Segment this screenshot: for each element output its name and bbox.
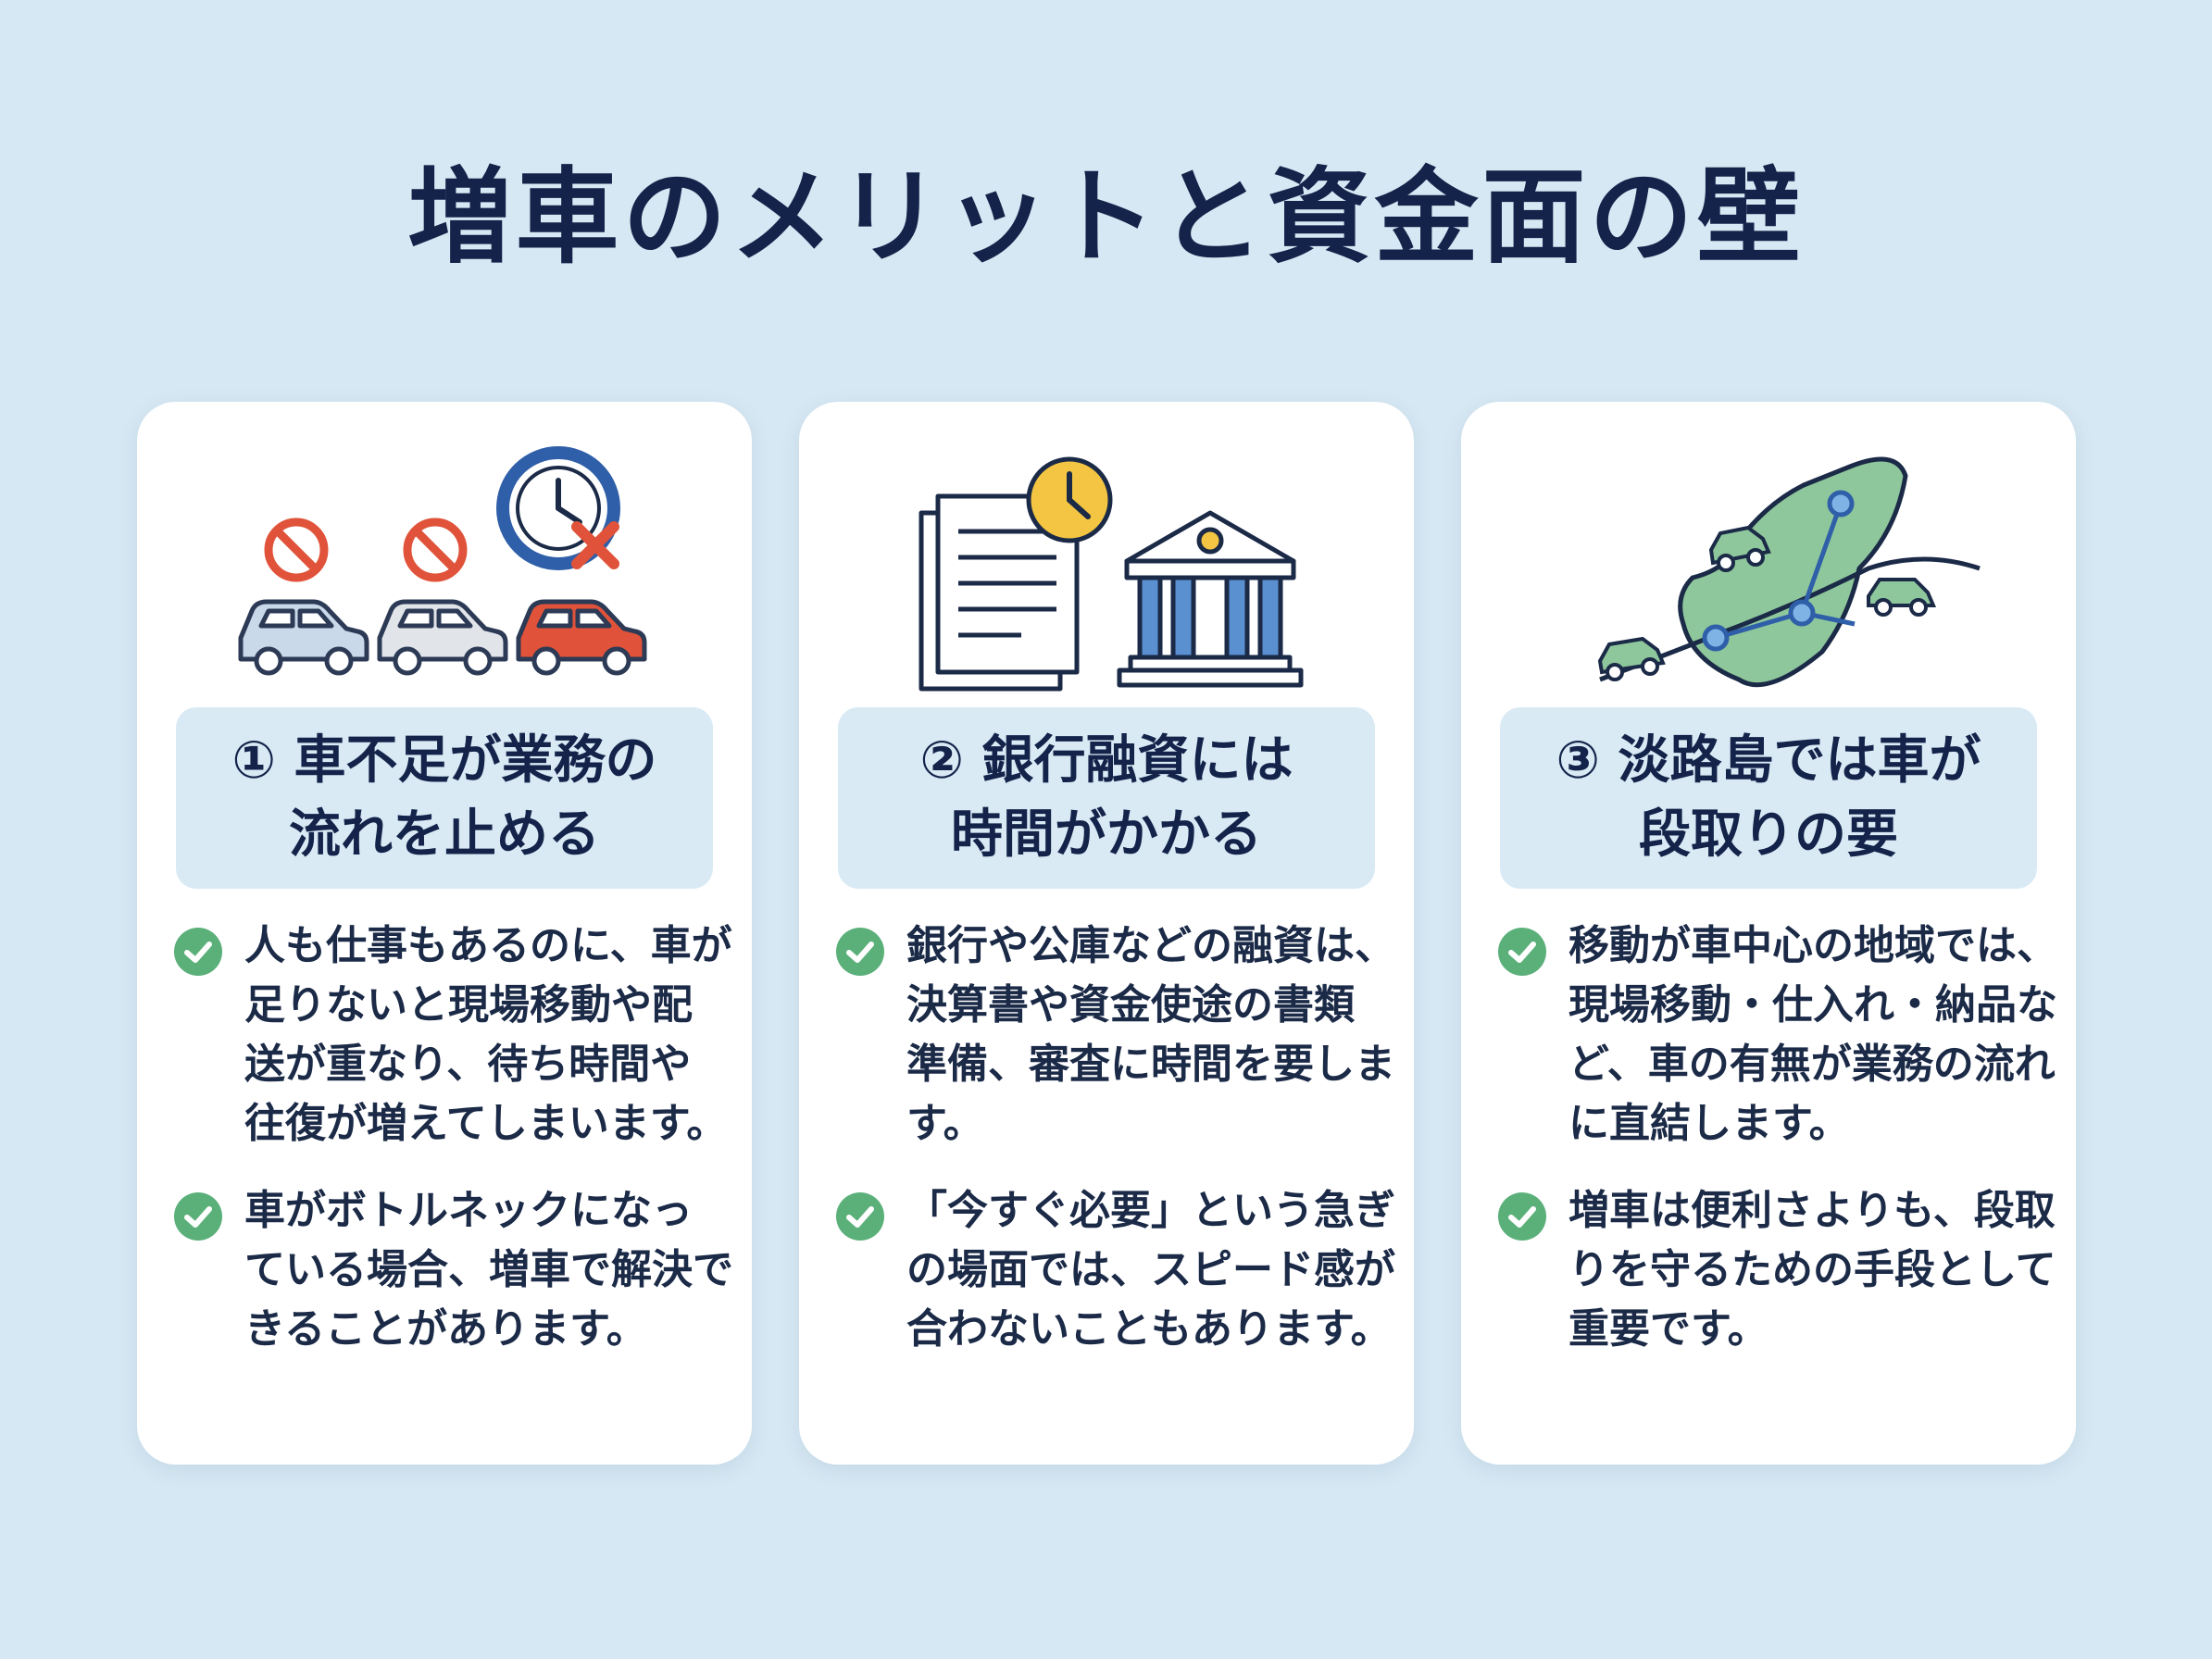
card-bank-loan: ② 銀行融資には 時間がかかる 銀行や公庫などの融資は、 決算書や資金使途の書類… — [799, 402, 1414, 1465]
card-heading: ② 銀行融資には 時間がかかる — [919, 730, 1293, 865]
clock-icon — [496, 446, 620, 570]
car-icon — [1708, 525, 1771, 572]
bullet-text: 人も仕事もあるのに、車が 足りないと現場移動や配 送が重なり、待ち時間や 往復が… — [244, 922, 732, 1147]
clock-icon — [1026, 456, 1113, 543]
check-icon — [1498, 928, 1546, 976]
card-heading-box: ③ 淡路島では車が 段取りの要 — [1500, 707, 2037, 889]
list-item: 移動が車中心の地域では、 現場移動・仕入れ・納品な ど、車の有無が業務の流れ に… — [1498, 917, 2063, 1154]
bullet-text: 増車は便利さよりも、段取 りを守るための手段として 重要です。 — [1568, 1187, 2056, 1353]
check-icon — [1498, 1192, 1546, 1241]
bullet-list: 銀行や公庫などの融資は、 決算書や資金使途の書類 準備、審査に時間を要しま す。… — [836, 917, 1401, 1387]
bullet-text: 移動が車中心の地域では、 現場移動・仕入れ・納品な ど、車の有無が業務の流れ に… — [1568, 922, 2057, 1147]
check-icon — [174, 1192, 222, 1241]
card-car-shortage: ① 車不足が業務の 流れを止める 人も仕事もあるのに、車が 足りないと現場移動や… — [137, 402, 752, 1465]
cars-with-no-entry-and-clock-icon — [137, 430, 752, 707]
card-heading-box: ② 銀行融資には 時間がかかる — [838, 707, 1375, 889]
bullet-list: 移動が車中心の地域では、 現場移動・仕入れ・納品な ど、車の有無が業務の流れ に… — [1498, 917, 2063, 1387]
card-heading: ③ 淡路島では車が 段取りの要 — [1556, 730, 1981, 865]
list-item: 「今すぐ必要」という急ぎ の場面では、スピード感が 合わないこともあります。 — [836, 1181, 1401, 1359]
island-map-with-cars-icon — [1461, 430, 2076, 707]
car-icon — [1867, 578, 1937, 617]
documents-clock-and-bank-icon — [799, 430, 1414, 707]
page-title: 増車のメリットと資金面の壁 — [407, 157, 1805, 278]
car-icon — [516, 599, 647, 676]
bullet-text: 「今すぐ必要」という急ぎ の場面では、スピード感が 合わないこともあります。 — [906, 1187, 1395, 1353]
no-entry-icon — [403, 518, 468, 582]
card-heading-box: ① 車不足が業務の 流れを止める — [176, 707, 713, 889]
card-heading: ① 車不足が業務の 流れを止める — [231, 730, 657, 865]
car-icon — [238, 599, 369, 676]
list-item: 増車は便利さよりも、段取 りを守るための手段として 重要です。 — [1498, 1181, 2063, 1359]
car-icon — [377, 599, 508, 676]
list-item: 人も仕事もあるのに、車が 足りないと現場移動や配 送が重なり、待ち時間や 往復が… — [174, 917, 739, 1154]
bullet-text: 銀行や公庫などの融資は、 決算書や資金使途の書類 準備、審査に時間を要しま す。 — [906, 922, 1395, 1147]
no-entry-icon — [264, 518, 329, 582]
bullet-list: 人も仕事もあるのに、車が 足りないと現場移動や配 送が重なり、待ち時間や 往復が… — [174, 917, 739, 1387]
bullet-text: 車がボトルネックになっ ている場合、増車で解決で きることがあります。 — [244, 1187, 733, 1353]
card-awaji-island: ③ 淡路島では車が 段取りの要 移動が車中心の地域では、 現場移動・仕入れ・納品… — [1461, 402, 2076, 1465]
check-icon — [174, 928, 222, 976]
check-icon — [836, 1192, 884, 1241]
car-icon — [1597, 636, 1666, 681]
bank-icon — [1117, 510, 1304, 688]
list-item: 銀行や公庫などの融資は、 決算書や資金使途の書類 準備、審査に時間を要しま す。 — [836, 917, 1401, 1154]
list-item: 車がボトルネックになっ ている場合、増車で解決で きることがあります。 — [174, 1181, 739, 1359]
check-icon — [836, 928, 884, 976]
